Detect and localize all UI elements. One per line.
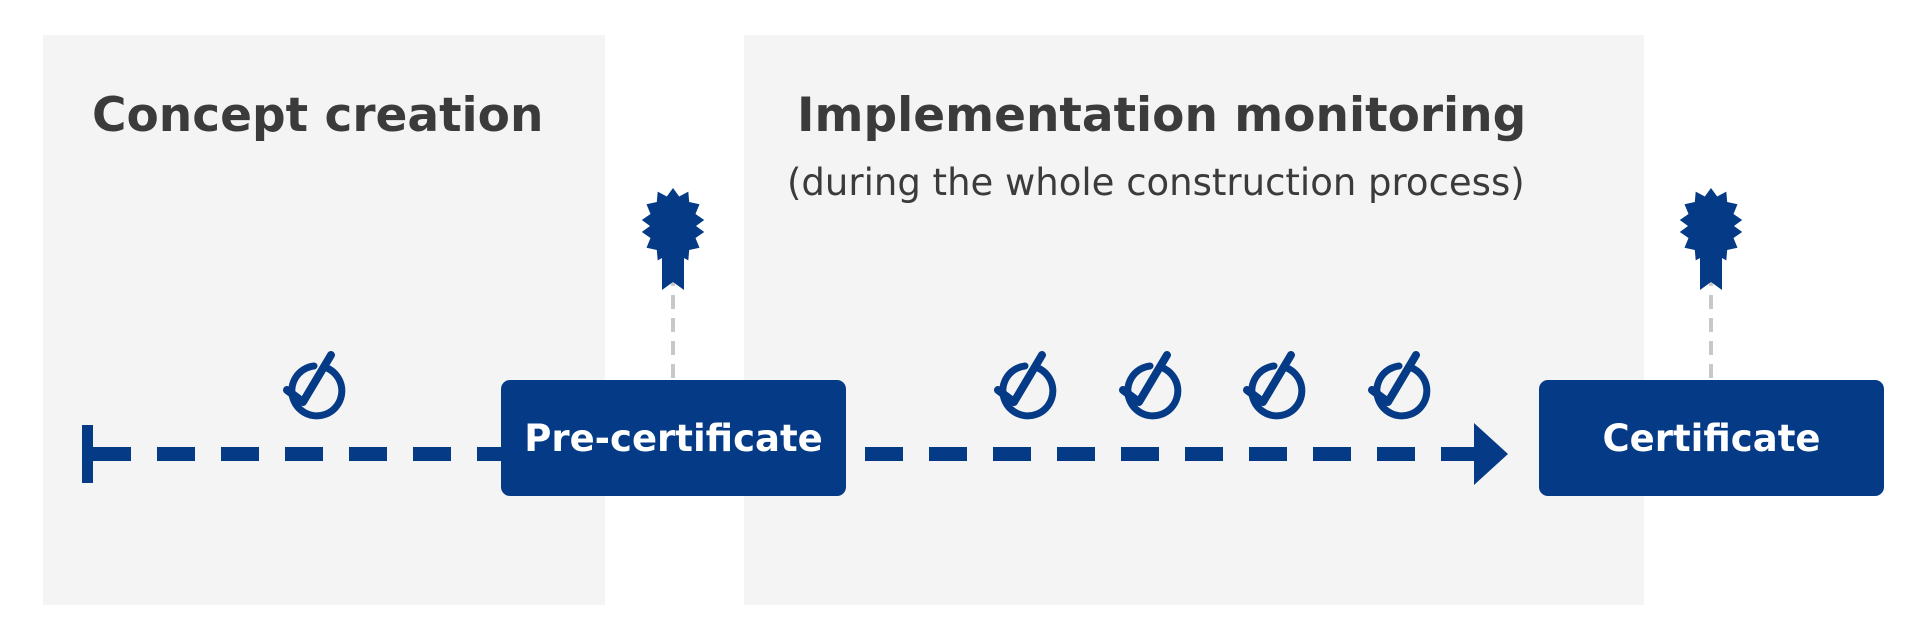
concept-phase-title: Concept creation: [92, 88, 544, 143]
implementation-phase-subtitle: (during the whole construction process): [787, 161, 1525, 204]
award-rosette-icon: [1679, 188, 1743, 290]
implementation-phase-panel: [744, 35, 1644, 605]
concept-phase-panel: [43, 35, 605, 605]
award-rosette-icon: [641, 188, 705, 290]
implementation-phase-title: Implementation monitoring: [797, 88, 1527, 143]
certificate-box: Certificate: [1539, 380, 1884, 496]
pre-certificate-box: Pre-certificate: [501, 380, 846, 496]
